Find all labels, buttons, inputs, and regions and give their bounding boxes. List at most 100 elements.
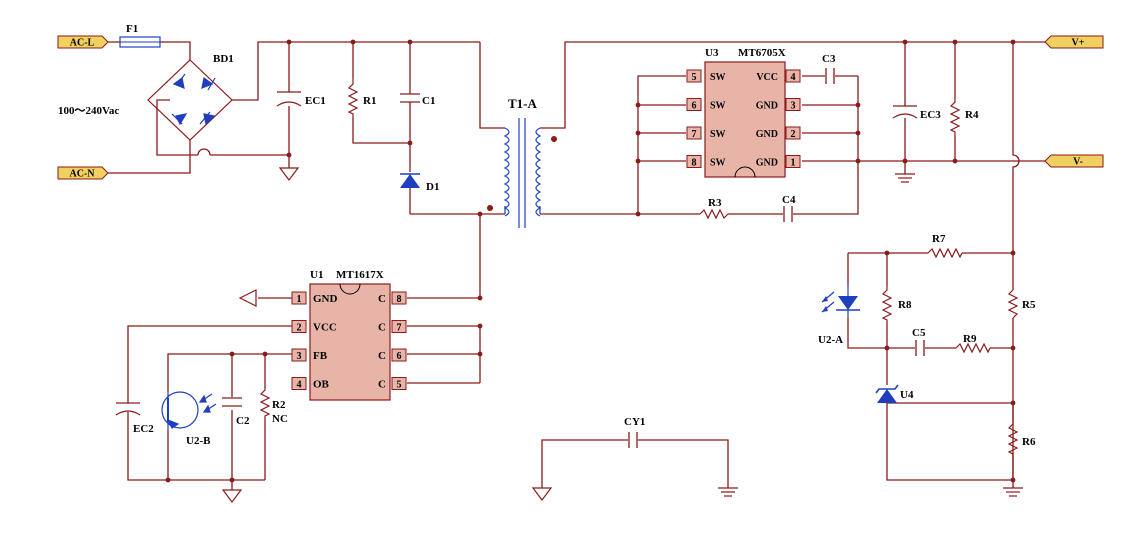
wire-right-rail bbox=[1012, 42, 1020, 488]
u1-pin-name: C bbox=[378, 379, 386, 391]
label-r2: R2 bbox=[272, 399, 286, 411]
port-ac-l: AC-L bbox=[57, 35, 109, 49]
capacitor-ec1 bbox=[276, 91, 302, 107]
label-c2: C2 bbox=[236, 415, 250, 427]
label-c5: C5 bbox=[912, 327, 926, 339]
label-u2a: U2-A bbox=[818, 334, 843, 346]
u1-pin-number: 6 bbox=[397, 351, 402, 362]
wire-u1-vcc bbox=[127, 325, 292, 481]
earth-ground-cy1 bbox=[718, 487, 738, 497]
label-u4: U4 bbox=[900, 389, 914, 401]
label-c1: C1 bbox=[422, 95, 435, 107]
capacitor-c1 bbox=[400, 93, 420, 103]
capacitor-ec2 bbox=[115, 402, 141, 416]
label-ec1: EC1 bbox=[305, 95, 326, 107]
u3-pin-name: GND bbox=[756, 158, 778, 169]
label-r4: R4 bbox=[965, 109, 979, 121]
shunt-regulator-u4 bbox=[875, 384, 899, 403]
transformer-t1a bbox=[487, 118, 557, 228]
label-r7: R7 bbox=[932, 233, 946, 245]
earth-ground-ec3 bbox=[895, 173, 915, 183]
u3-ref: U3 bbox=[705, 47, 719, 59]
resistor-r3 bbox=[699, 208, 729, 220]
u3-pin-name: SW bbox=[710, 72, 726, 83]
wire-r1 bbox=[352, 42, 410, 144]
u3-pin-5: 5 SW bbox=[686, 69, 726, 83]
port-v-minus: V- bbox=[1044, 154, 1104, 168]
label-f1: F1 bbox=[126, 23, 138, 35]
u1-ref: U1 bbox=[310, 269, 323, 281]
label-cy1: CY1 bbox=[624, 416, 645, 428]
ground-symbol-ec1 bbox=[278, 167, 300, 181]
wire-u1-fb bbox=[167, 353, 292, 480]
u1-pin-name: C bbox=[378, 322, 386, 334]
u3-pin-name: SW bbox=[710, 129, 726, 140]
label-ec3: EC3 bbox=[920, 109, 941, 121]
u1-pin-2: 2 VCC bbox=[291, 320, 337, 334]
wire-acl bbox=[108, 41, 191, 60]
capacitor-c4 bbox=[783, 206, 793, 222]
u3-pin-number: 3 bbox=[791, 101, 796, 112]
label-r2-nc: NC bbox=[272, 413, 288, 425]
junctions bbox=[165, 39, 1016, 483]
port-ac-l-label: AC-L bbox=[70, 38, 95, 49]
label-t1a: T1-A bbox=[508, 96, 538, 111]
resistor-r7 bbox=[927, 247, 963, 259]
optocoupler-led-u2a bbox=[821, 285, 860, 318]
wire-u3-right bbox=[802, 75, 1045, 162]
wire-bridge-pos bbox=[232, 41, 480, 101]
u1-pin-number: 7 bbox=[397, 323, 402, 334]
u1-part: MT1617X bbox=[336, 269, 384, 281]
u1-pin-name: VCC bbox=[313, 322, 337, 334]
chip-u1: U1 MT1617X bbox=[309, 269, 391, 401]
port-ac-n: AC-N bbox=[57, 166, 109, 180]
u1-pin-number: 3 bbox=[297, 351, 302, 362]
u3-pin-number: 5 bbox=[692, 72, 697, 83]
capacitor-cy1 bbox=[628, 432, 638, 448]
resistor-r6 bbox=[1007, 420, 1019, 455]
port-v-plus-label: V+ bbox=[1072, 38, 1085, 49]
label-d1: D1 bbox=[426, 181, 439, 193]
optocoupler-transistor-u2b bbox=[161, 391, 217, 430]
u3-pin-number: 2 bbox=[791, 129, 796, 140]
label-c3: C3 bbox=[822, 53, 836, 65]
port-ac-n-label: AC-N bbox=[70, 169, 96, 180]
chip-u3: U3 MT6705X bbox=[704, 47, 786, 178]
u1-pin-5: 5C bbox=[378, 377, 407, 391]
wire-sec-top bbox=[540, 41, 1045, 129]
resistor-r1 bbox=[347, 78, 359, 118]
fuse-f1: F1 bbox=[119, 23, 161, 48]
u1-pin-number: 2 bbox=[297, 323, 302, 334]
u1-pin-name: C bbox=[378, 350, 386, 362]
wire-hop bbox=[197, 148, 211, 156]
label-ec2: EC2 bbox=[133, 423, 154, 435]
u1-pin-name: C bbox=[378, 293, 386, 305]
ground-symbol-u1 bbox=[238, 289, 257, 307]
resistor-r5 bbox=[1007, 289, 1019, 319]
capacitor-c3 bbox=[825, 68, 835, 84]
capacitor-ec3 bbox=[892, 105, 918, 119]
label-r5: R5 bbox=[1022, 299, 1036, 311]
label-u2b: U2-B bbox=[186, 435, 211, 447]
u3-pin-number: 1 bbox=[791, 158, 796, 169]
u1-pin-name: GND bbox=[313, 293, 338, 305]
u3-pin-name: SW bbox=[710, 101, 726, 112]
u3-pin-1: 1 GND bbox=[756, 155, 801, 169]
wire-u1-cbus bbox=[407, 297, 481, 384]
u3-pin-name: GND bbox=[756, 101, 778, 112]
wire-acn bbox=[108, 140, 191, 174]
resistor-r4 bbox=[949, 98, 961, 136]
input-voltage-label: 100～240Vac bbox=[58, 105, 119, 117]
wire-u2a bbox=[847, 253, 887, 349]
